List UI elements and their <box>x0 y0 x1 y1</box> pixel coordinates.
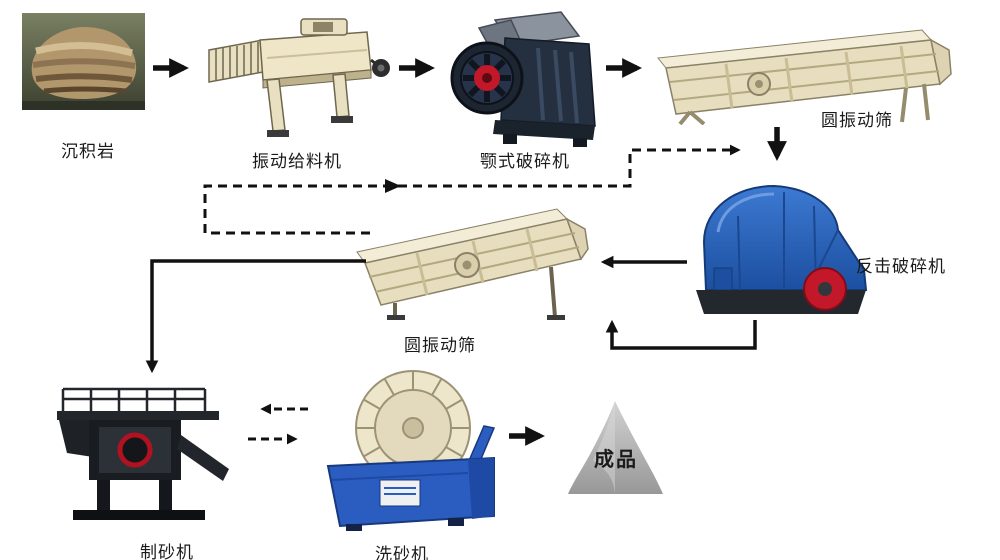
label-sand-maker: 制砂机 <box>140 543 194 560</box>
label-screen-middle: 圆振动筛 <box>404 336 476 355</box>
label-product: 成品 <box>594 449 638 471</box>
label-jaw-crusher: 颚式破碎机 <box>480 152 570 171</box>
impact-crusher-image <box>688 172 873 327</box>
label-sand-washer: 洗砂机 <box>375 545 429 560</box>
vibrating-feeder-image <box>205 18 395 148</box>
label-impact-crusher: 反击破碎机 <box>856 257 946 276</box>
sand-washer-image <box>318 368 503 538</box>
sedimentary-rock-image <box>22 13 145 115</box>
label-screen-top: 圆振动筛 <box>821 111 893 130</box>
label-feeder: 振动给料机 <box>252 152 342 171</box>
vibrating-screen-middle-image <box>355 205 590 325</box>
sand-maker-image <box>55 383 235 528</box>
label-rock: 沉积岩 <box>61 142 115 161</box>
line-screen2-to-sandmaker <box>145 259 366 374</box>
jaw-crusher-image <box>443 8 598 153</box>
product-pile-image <box>563 398 668 503</box>
vibrating-screen-top-image <box>656 22 953 130</box>
dashed-direction-arrowhead <box>385 179 401 193</box>
